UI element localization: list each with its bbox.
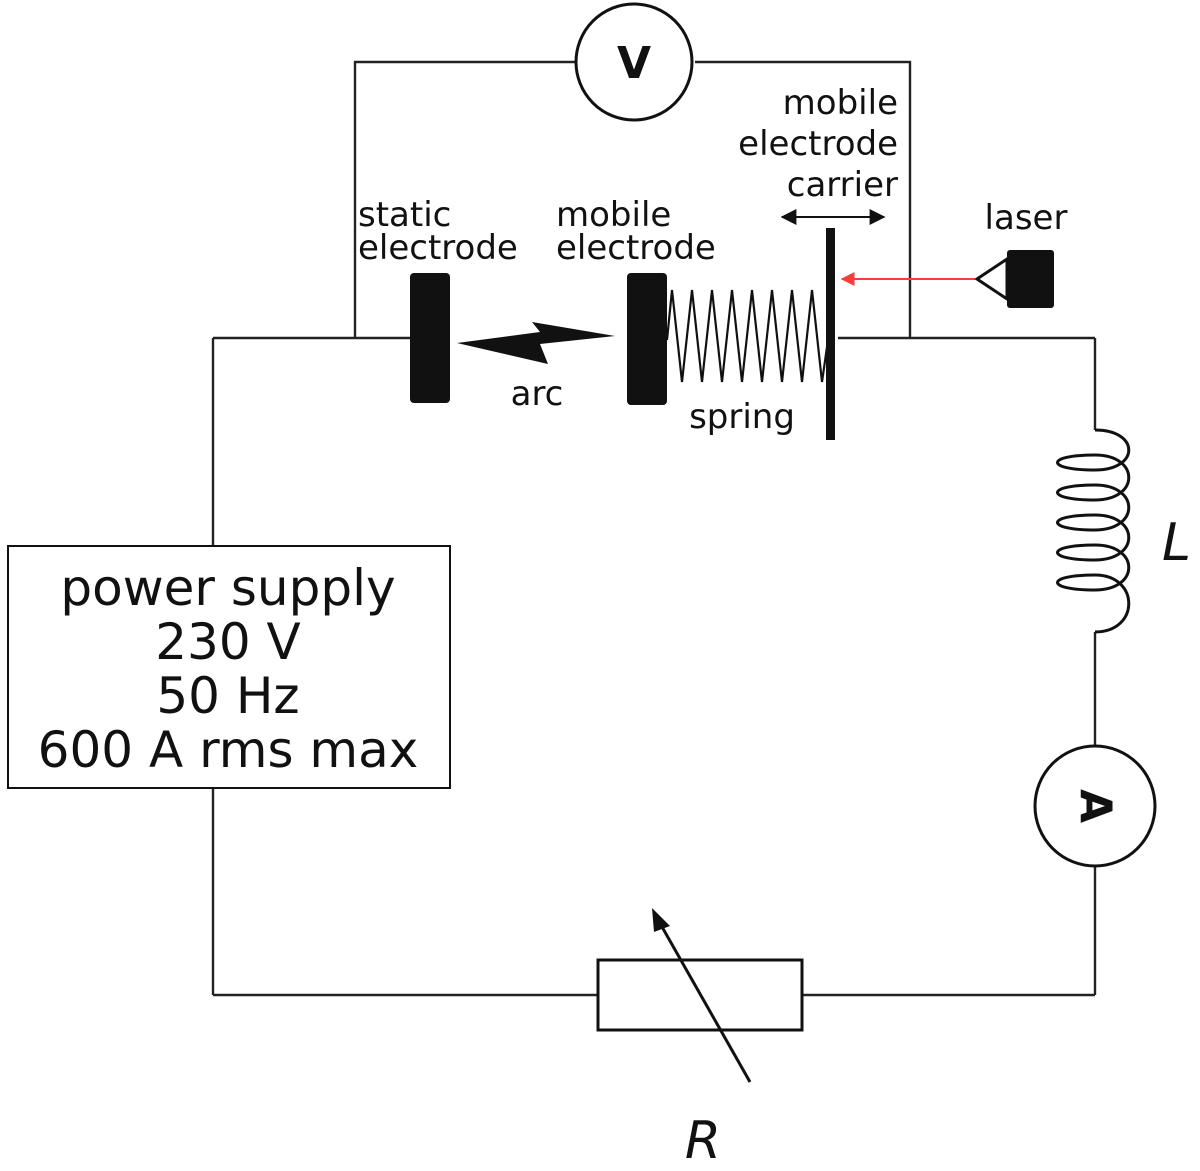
voltmeter-label: V bbox=[617, 38, 651, 89]
laser-lens-icon bbox=[974, 256, 1009, 302]
arc-label: arc bbox=[511, 374, 564, 414]
power-supply-voltage: 230 V bbox=[155, 613, 301, 671]
power-supply: power supply 230 V 50 Hz 600 A rms max bbox=[7, 545, 451, 789]
mobile-electrode-label-line2: electrode bbox=[556, 228, 716, 268]
mobile-electrode-carrier: mobile electrode carrier bbox=[738, 83, 898, 440]
power-supply-current: 600 A rms max bbox=[38, 721, 419, 779]
carrier-label-line3: carrier bbox=[787, 165, 898, 205]
laser-label: laser bbox=[985, 198, 1068, 238]
ammeter-label: A bbox=[1070, 789, 1121, 823]
static-electrode: static electrode bbox=[358, 195, 518, 403]
static-electrode-label-line1: static bbox=[358, 195, 451, 235]
power-supply-frequency: 50 Hz bbox=[156, 667, 299, 725]
carrier-label-line2: electrode bbox=[738, 124, 898, 164]
arc-symbol: arc bbox=[457, 322, 615, 414]
spring: spring bbox=[665, 289, 830, 437]
mobile-electrode: mobile electrode bbox=[556, 195, 716, 405]
spring-label: spring bbox=[689, 397, 795, 437]
variable-resistor: R bbox=[596, 908, 804, 1171]
laser: laser bbox=[840, 198, 1068, 308]
main-circuit-wires bbox=[211, 336, 1097, 997]
inductor: L bbox=[1056, 428, 1191, 634]
mobile-electrode-label-line1: mobile bbox=[556, 195, 671, 235]
ammeter: A bbox=[1033, 744, 1157, 868]
static-electrode-label-line2: electrode bbox=[358, 228, 518, 268]
voltmeter: V bbox=[574, 2, 694, 122]
power-supply-title: power supply bbox=[60, 559, 395, 617]
adjust-arrow-icon bbox=[652, 908, 670, 932]
resistor-label: R bbox=[685, 1111, 721, 1171]
voltmeter-wires bbox=[353, 60, 912, 338]
inductor-label: L bbox=[1162, 513, 1191, 573]
carrier-label-line1: mobile bbox=[783, 83, 898, 123]
